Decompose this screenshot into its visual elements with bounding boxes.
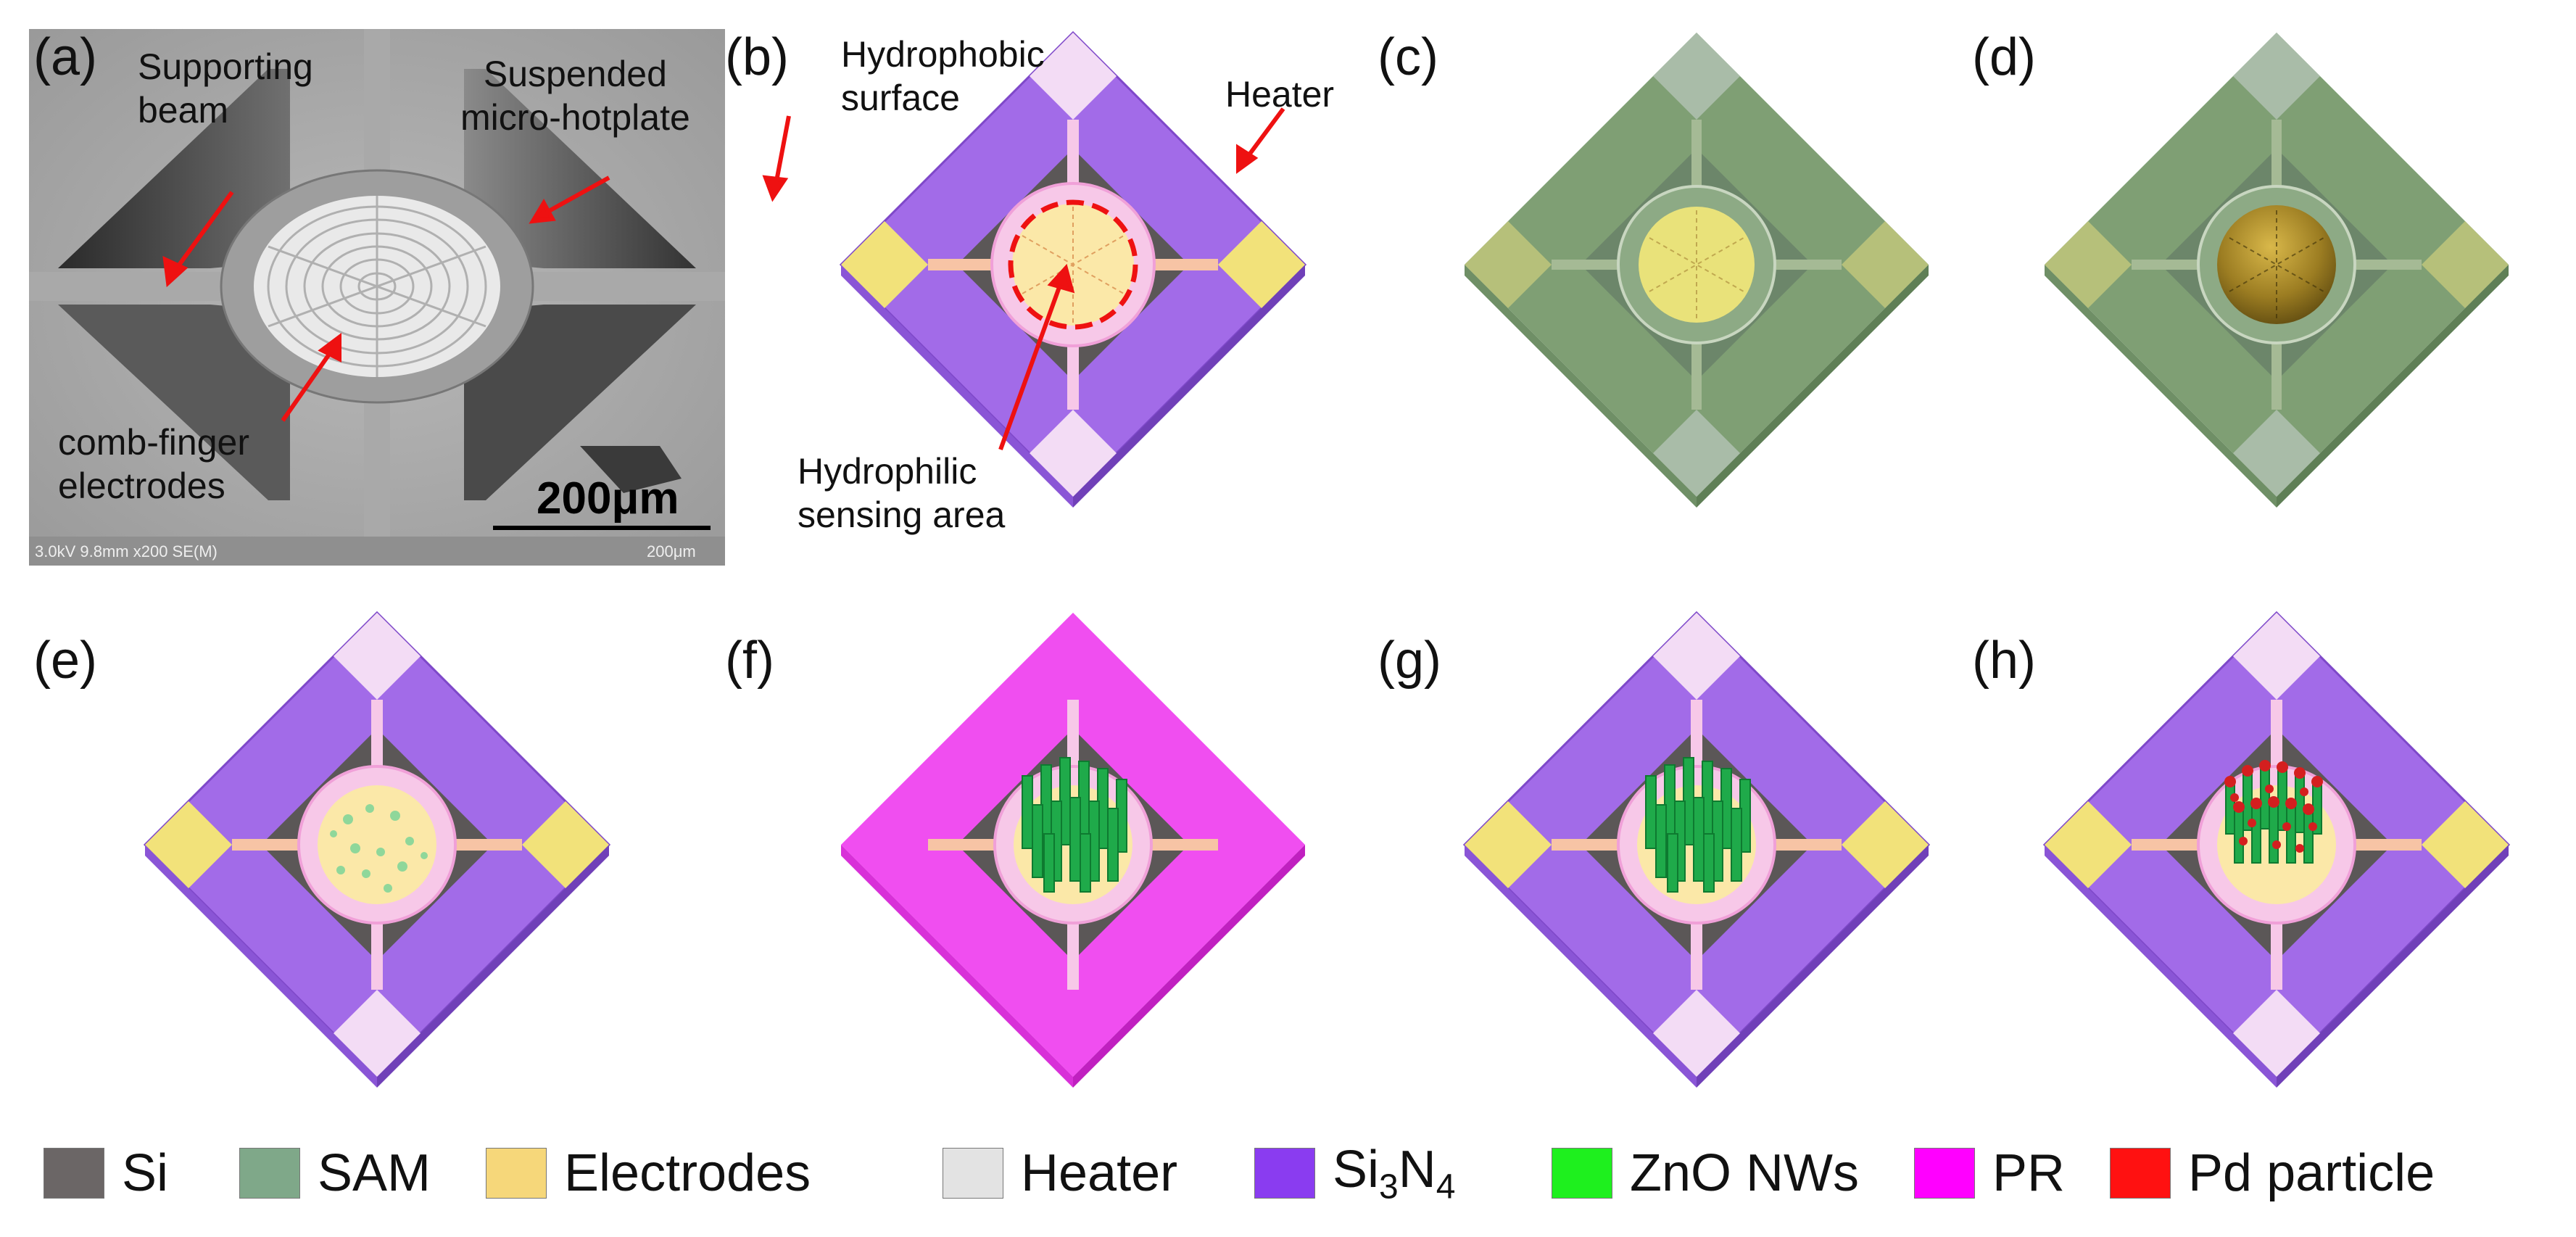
- panel-label-a: (a): [33, 28, 97, 86]
- legend-si3n4-swatch: [1254, 1148, 1315, 1199]
- legend-si-swatch: [44, 1148, 104, 1199]
- seed-layer: [330, 804, 428, 893]
- legend-pd: Pd particle: [2110, 1144, 2435, 1202]
- legend-pd-label: Pd particle: [2188, 1144, 2435, 1202]
- annotation-comb-finger: comb-finger electrodes: [58, 422, 249, 506]
- device-diagram-e: [143, 611, 611, 1088]
- legend-sam-label: SAM: [318, 1144, 431, 1202]
- sem-footer-right: 200μm: [647, 542, 696, 560]
- annotation-hydrophobic-surface: Hydrophobic surface: [841, 34, 1045, 118]
- panel-e: (e): [29, 602, 725, 1124]
- legend-sam-swatch: [239, 1148, 300, 1199]
- legend-pd-swatch: [2110, 1148, 2171, 1199]
- zno-nanowires: [1022, 757, 1127, 893]
- panel-label-e: (e): [33, 632, 97, 690]
- panel-label-d: (d): [1972, 28, 2036, 86]
- sensing-area-outline: [1008, 199, 1138, 330]
- legend-electrodes-label: Electrodes: [564, 1144, 811, 1202]
- legend: Si SAM Electrodes Heater Si3N4 ZnO NWs P…: [0, 1131, 2576, 1218]
- annotation-heater: Heater: [1225, 74, 1335, 115]
- annotation-suspended-microhotplate: Suspended micro-hotplate: [460, 54, 690, 138]
- legend-heater-swatch: [943, 1148, 1003, 1199]
- panel-label-g: (g): [1378, 632, 1441, 690]
- droplet: [2217, 205, 2336, 324]
- annotation-arrows: [762, 107, 1285, 451]
- legend-pr-swatch: [1914, 1148, 1975, 1199]
- device-diagram-d: [2045, 33, 2509, 508]
- panel-f: (f): [725, 602, 1378, 1124]
- legend-si3n4-label: Si3N4: [1333, 1140, 1456, 1207]
- panel-g: (g): [1378, 602, 1972, 1124]
- device-diagram-h: [2042, 611, 2511, 1088]
- panel-label-c: (c): [1378, 28, 1438, 86]
- panel-a: 3.0kV 9.8mm x200 SE(M) 200μm 200μm (a) S…: [29, 28, 725, 566]
- pd-particles: [2224, 760, 2323, 853]
- legend-electrodes: Electrodes: [486, 1144, 811, 1202]
- panel-h: (h): [1972, 602, 2576, 1124]
- sem-image: 3.0kV 9.8mm x200 SE(M) 200μm 200μm: [29, 29, 725, 566]
- panel-label-f: (f): [725, 632, 774, 690]
- legend-zno-swatch: [1552, 1148, 1612, 1199]
- zno-nanowires: [1645, 757, 1751, 893]
- legend-si-label: Si: [122, 1144, 169, 1202]
- panel-c: (c): [1378, 28, 1972, 566]
- annotation-arrows: [162, 175, 610, 422]
- annotation-supporting-beam: Supporting beam: [138, 46, 313, 131]
- legend-zno: ZnO NWs: [1552, 1144, 1859, 1202]
- legend-heater-label: Heater: [1021, 1144, 1178, 1202]
- device-diagram-f: [841, 613, 1305, 1088]
- legend-zno-label: ZnO NWs: [1630, 1144, 1859, 1202]
- annotation-hydrophilic-sensing-area: Hydrophilic sensing area: [798, 451, 1006, 535]
- device-diagram-b: [762, 30, 1307, 508]
- scale-label: 200μm: [537, 473, 679, 524]
- legend-pr-label: PR: [1992, 1144, 2066, 1202]
- legend-si: Si: [44, 1144, 168, 1202]
- sem-footer-left: 3.0kV 9.8mm x200 SE(M): [35, 542, 218, 560]
- legend-pr: PR: [1914, 1144, 2065, 1202]
- legend-sam: SAM: [239, 1144, 431, 1202]
- zno-nanowires: [2225, 766, 2322, 864]
- device-diagram-g: [1462, 611, 1931, 1088]
- panel-label-h: (h): [1972, 632, 2036, 690]
- legend-electrodes-swatch: [486, 1148, 547, 1199]
- legend-si3n4: Si3N4: [1254, 1141, 1455, 1206]
- legend-heater: Heater: [943, 1144, 1177, 1202]
- panel-d: (d): [1972, 28, 2576, 566]
- panel-label-b: (b): [725, 28, 789, 86]
- device-diagram-c: [1465, 33, 1929, 508]
- panel-b: (b) Hydrophobic surface Heater Hydrophil…: [725, 28, 1378, 566]
